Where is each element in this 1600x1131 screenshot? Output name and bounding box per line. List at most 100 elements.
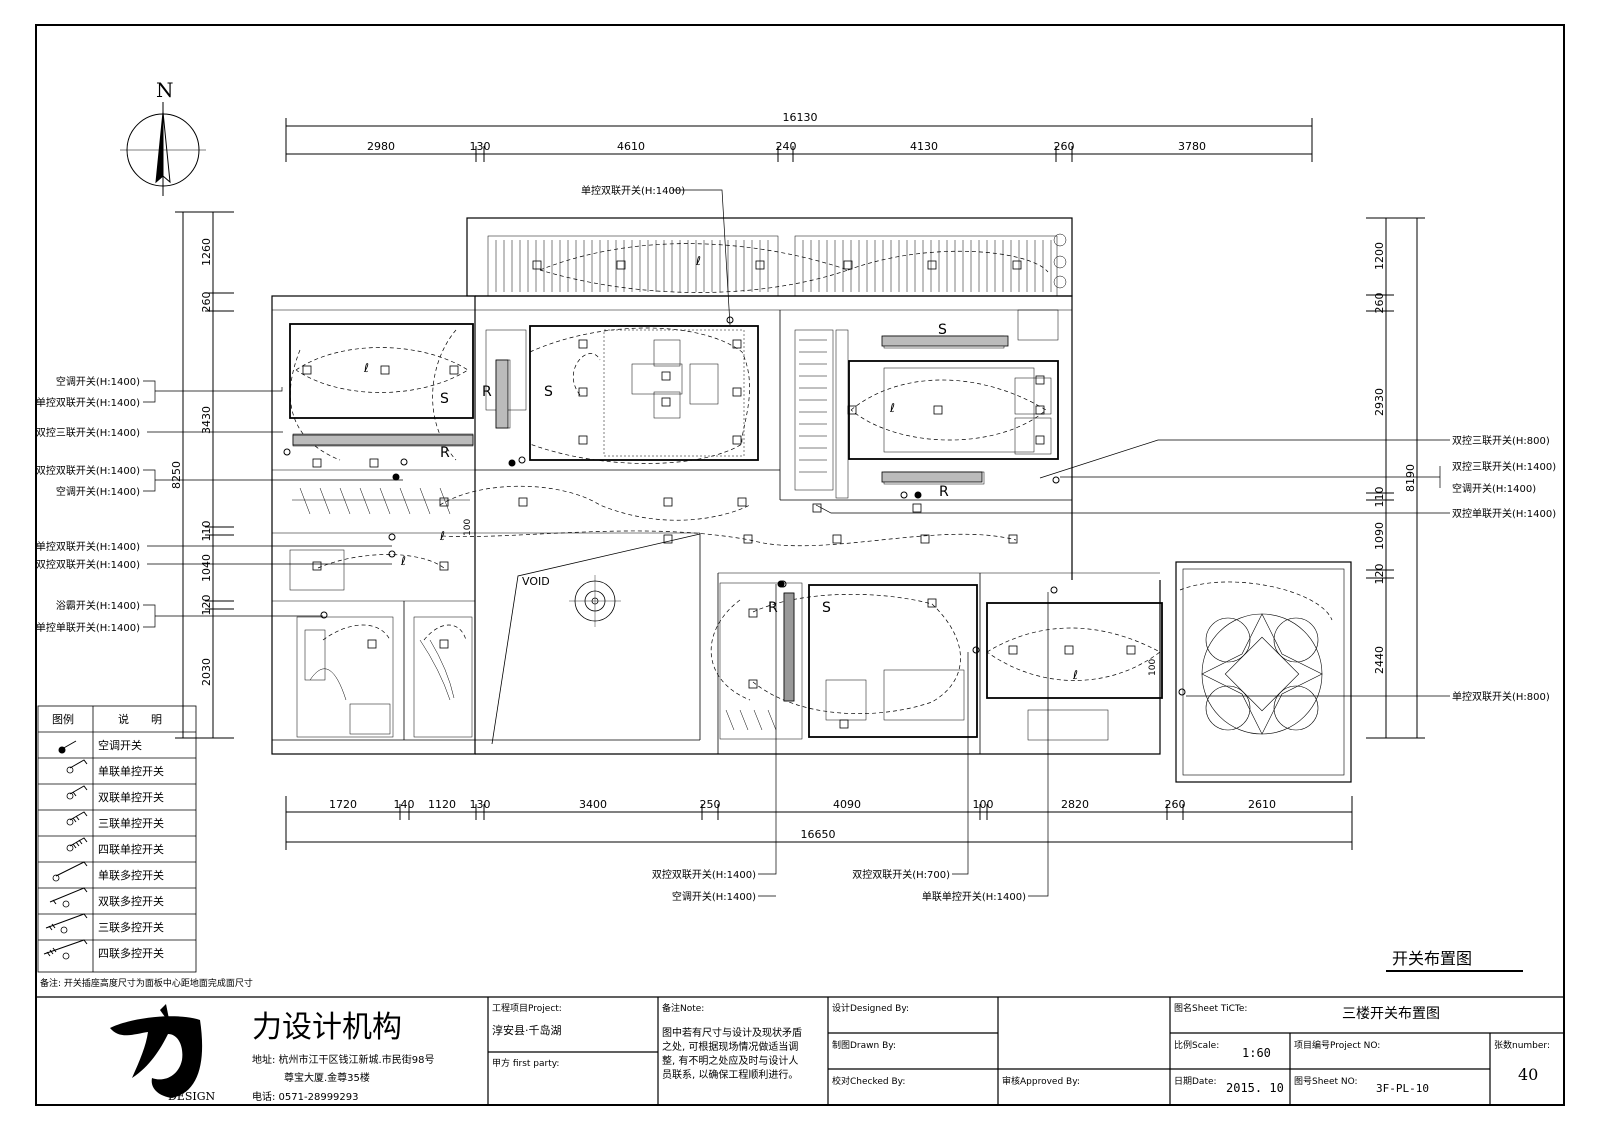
- legend-item: 单联多控开关: [98, 868, 164, 882]
- switch-symbol-icon: [43, 740, 88, 957]
- dim-left-seg: 3430: [200, 406, 213, 434]
- dim-bottom-seg: 1120: [428, 798, 456, 811]
- centre-mark: ℓ: [439, 529, 445, 543]
- dimensions-bottom-text: 1720 140 1120 130 3400 250 4090 100 2820…: [329, 798, 1276, 841]
- centre-mark: ℓ: [695, 254, 701, 268]
- legend-header-symbol: 图例: [52, 712, 74, 726]
- callout-label: 单控双联开关(H:1400): [36, 396, 140, 409]
- callout-label: 双控单联开关(H:1400): [1452, 507, 1556, 520]
- dim-right-seg: 1090: [1373, 522, 1386, 550]
- callout-label: 双控三联开关(H:1400): [1452, 460, 1556, 473]
- switch-letter-r: R: [482, 384, 492, 400]
- dim-left-total: 8250: [170, 461, 183, 489]
- callout-label: 单联单控开关(H:1400): [922, 890, 1026, 903]
- legend-note: 备注: 开关插座高度尺寸为面板中心距地面完成面尺寸: [40, 977, 253, 989]
- switch-symbols: [283, 316, 1186, 696]
- designed-label: 设计Designed By:: [832, 1002, 909, 1014]
- callout-label: 双控双联开关(H:1400): [652, 868, 756, 881]
- legend-item: 四联单控开关: [98, 842, 164, 856]
- callout-label: 单控双联开关(H:800): [1452, 690, 1550, 703]
- legend-item: 三联多控开关: [98, 920, 164, 934]
- floor-plan: [271, 217, 1352, 783]
- dim-bottom-seg: 130: [470, 798, 491, 811]
- sheets-label: 张数number:: [1494, 1039, 1550, 1051]
- dim-top-seg: 260: [1054, 140, 1075, 153]
- building-walls: [271, 217, 1352, 783]
- wiring-loops: [290, 243, 1333, 715]
- legend-item: 三联单控开关: [98, 816, 164, 830]
- terrace-pattern: [1201, 613, 1323, 735]
- legend-item: 空调开关: [98, 738, 142, 752]
- dimensions-left-text: 8250 1260 260 3430 110 1040 120 2030: [170, 238, 213, 686]
- legend-item: 双联单控开关: [98, 790, 164, 804]
- legend-item: 双联多控开关: [98, 894, 164, 908]
- company-logo: [110, 1004, 203, 1098]
- sheet-title: 三楼开关布置图: [1342, 1006, 1440, 1022]
- switch-dots: [392, 459, 922, 588]
- balcony-hatch: [487, 233, 1067, 297]
- centre-mark: ℓ: [400, 554, 406, 568]
- dim-bottom-seg: 4090: [833, 798, 861, 811]
- dim-top-seg: 130: [470, 140, 491, 153]
- dim-bottom-seg: 2610: [1248, 798, 1276, 811]
- note-text: 之处, 可根据现场情况做适当调: [662, 1040, 798, 1053]
- switch-letter-s: S: [938, 322, 947, 338]
- callout-leaders: [143, 189, 1450, 897]
- dim-right-total: 8190: [1404, 464, 1417, 492]
- dim-top-total: 16130: [783, 111, 818, 124]
- title-block: DESIGN 力设计机构 地址: 杭州市江干区钱江新城.市民街98号 尊宝大厦.…: [36, 996, 1564, 1105]
- party-label: 甲方 first party:: [492, 1057, 559, 1069]
- north-label: N: [156, 78, 174, 102]
- ac-switch-icon: [58, 746, 66, 754]
- callout-label: 单控单联开关(H:1400): [36, 621, 140, 634]
- void-label: VOID: [522, 575, 550, 588]
- dim-left-seg: 1260: [200, 238, 213, 266]
- sheet-no-value: 3F-PL-10: [1376, 1082, 1429, 1095]
- switch-letter-r: R: [939, 484, 949, 500]
- ceiling-zones: [289, 323, 1163, 738]
- dim-right-seg: 1200: [1373, 242, 1386, 270]
- callout-label: 浴霸开关(H:1400): [56, 599, 140, 612]
- logo-text: DESIGN: [168, 1090, 216, 1103]
- scale-value: 1:60: [1242, 1046, 1271, 1060]
- callout-label: 空调开关(H:1400): [672, 890, 756, 903]
- company-name: 力设计机构: [252, 1010, 402, 1045]
- dimensions-left: [175, 211, 234, 739]
- company-address: 尊宝大厦.金尊35楼: [284, 1071, 370, 1084]
- note-label: 备注Note:: [662, 1002, 704, 1014]
- project-value: 淳安县·千岛湖: [492, 1023, 562, 1037]
- dim-bottom-seg: 260: [1165, 798, 1186, 811]
- dim-top-seg: 3780: [1178, 140, 1206, 153]
- dimensions-right: [1366, 217, 1425, 739]
- callout-top: 单控双联开关(H:1400): [581, 184, 685, 197]
- callout-label: 空调开关(H:1400): [1452, 482, 1536, 495]
- date-value: 2015. 10: [1226, 1081, 1284, 1095]
- dimensions-bottom: [285, 796, 1353, 850]
- drawing-title-block: 开关布置图: [1386, 949, 1523, 972]
- drawn-label: 制图Drawn By:: [832, 1039, 896, 1051]
- fixtures: [289, 309, 1109, 741]
- dim-bottom-seg: 100: [973, 798, 994, 811]
- legend-item: 四联多控开关: [98, 946, 164, 960]
- dim-left-seg: 260: [200, 292, 213, 313]
- sheet-no-label: 图号Sheet NO:: [1294, 1076, 1358, 1087]
- switch-letter-r: R: [768, 600, 778, 616]
- dimensions-top: [285, 118, 1313, 162]
- dimensions-right-text: 8190 1200 260 2930 110 1090 120 2440: [1373, 242, 1417, 674]
- void-area: [491, 533, 701, 745]
- switch-bars: [292, 335, 1009, 702]
- callouts-bottom: 双控双联开关(H:1400) 空调开关(H:1400) 双控双联开关(H:700…: [652, 868, 1026, 903]
- dim-top-seg: 4130: [910, 140, 938, 153]
- dim-left-seg: 1040: [200, 554, 213, 582]
- dim-right-seg: 2440: [1373, 646, 1386, 674]
- north-arrow-icon: N: [120, 78, 206, 196]
- dim-left-seg: 120: [200, 595, 213, 616]
- sheet-title-label: 图名Sheet TiCTe:: [1174, 1002, 1247, 1014]
- dim-top-seg: 4610: [617, 140, 645, 153]
- sheets-value: 40: [1518, 1065, 1538, 1084]
- drawing-title: 开关布置图: [1392, 949, 1472, 968]
- plan-labels: VOID S R R S S R R S ℓ ℓ ℓ ℓ ℓ ℓ 100 100: [363, 254, 1158, 682]
- dim-bottom-seg: 140: [394, 798, 415, 811]
- legend-item: 单联单控开关: [98, 764, 164, 778]
- centre-mark: ℓ: [889, 401, 895, 415]
